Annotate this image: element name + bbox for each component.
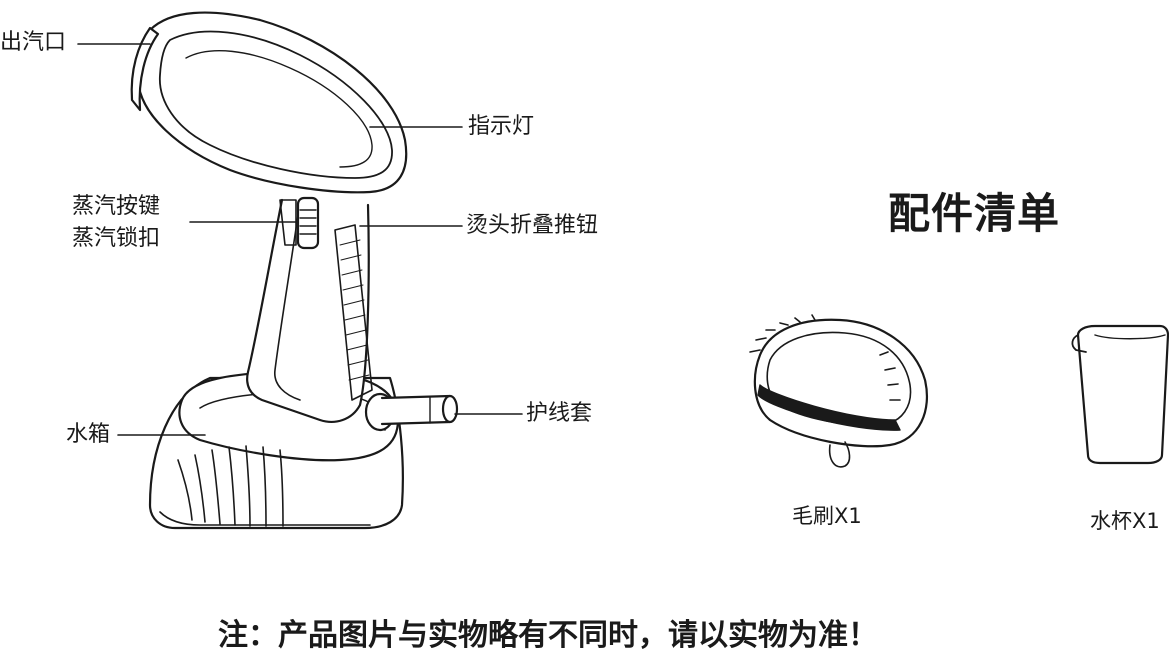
- label-steam-button: 蒸汽按键: [72, 194, 161, 219]
- water-cup-illustration: [1071, 324, 1169, 465]
- brush-accessory-illustration: [749, 314, 929, 468]
- garment-steamer-illustration: [130, 11, 459, 530]
- brush-label: 毛刷X1: [792, 504, 862, 528]
- cup-label: 水杯X1: [1090, 509, 1160, 533]
- label-steam-lock: 蒸汽锁扣: [72, 226, 161, 251]
- cord-sleeve: [364, 392, 459, 432]
- steam-button: [296, 196, 320, 250]
- water-tank-base: [148, 376, 404, 530]
- handle-grill-texture: [339, 239, 370, 381]
- label-indicator-light: 指示灯: [468, 114, 535, 139]
- steamer-head: [136, 11, 408, 194]
- brush-bristles: [749, 314, 901, 401]
- label-steam-outlet: 出汽口: [0, 30, 67, 55]
- label-water-tank: 水箱: [66, 422, 111, 447]
- footer-note: 注：产品图片与实物略有不同时，请以实物为准！: [218, 618, 878, 653]
- label-cord-sleeve: 护线套: [526, 401, 593, 426]
- accessories-title: 配件清单: [888, 189, 1061, 238]
- label-fold-button: 烫头折叠推钮: [466, 213, 599, 238]
- steam-outlet-plate: [130, 26, 160, 112]
